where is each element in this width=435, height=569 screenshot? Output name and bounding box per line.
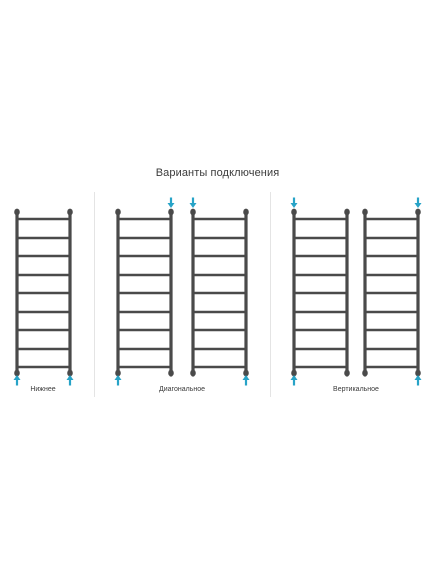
arrow-head <box>66 375 74 380</box>
arrow-shaft <box>244 379 248 386</box>
rail-cap-bottom-right <box>344 369 350 377</box>
rail-cap-bottom-right <box>243 369 249 377</box>
rail-cap-top-right <box>344 208 350 216</box>
arrow-head <box>167 203 175 208</box>
towel-rail-ladder-icon <box>115 208 174 377</box>
arrow-up-icon <box>13 375 21 386</box>
rail-cap-top-left <box>190 208 196 216</box>
towel-rail-ladder-icon <box>362 208 421 377</box>
arrow-up-icon <box>290 375 298 386</box>
rail-cap-bottom-left <box>14 369 20 377</box>
arrow-head <box>13 375 21 380</box>
arrow-shaft <box>191 197 195 204</box>
arrow-shaft <box>416 197 420 204</box>
caption-bottom: Нижнее <box>30 386 56 393</box>
rail-cap-bottom-left <box>362 369 368 377</box>
rail-cap-bottom-left <box>190 369 196 377</box>
rail-cap-bottom-left <box>291 369 297 377</box>
arrow-down-icon <box>414 197 422 208</box>
arrow-head <box>414 203 422 208</box>
arrow-shaft <box>116 379 120 386</box>
arrow-head <box>242 375 250 380</box>
arrow-up-icon <box>66 375 74 386</box>
towel-rail-ladder-icon <box>190 208 249 377</box>
arrow-shaft <box>15 379 19 386</box>
rail-cap-top-right <box>243 208 249 216</box>
rail-cap-top-left <box>14 208 20 216</box>
caption-vertical: Вертикальное <box>333 386 379 393</box>
arrow-up-icon <box>114 375 122 386</box>
caption-diagonal: Диагональное <box>159 386 205 393</box>
arrow-shaft <box>68 379 72 386</box>
rail-cap-bottom-left <box>115 369 121 377</box>
arrow-up-icon <box>242 375 250 386</box>
towel-rail-ladder-icon <box>291 208 350 377</box>
arrow-down-icon <box>167 197 175 208</box>
rail-cap-top-left <box>291 208 297 216</box>
arrow-head <box>189 203 197 208</box>
arrow-shaft <box>292 379 296 386</box>
rail-cap-bottom-right <box>415 369 421 377</box>
rail-cap-top-right <box>168 208 174 216</box>
rail-cap-top-left <box>362 208 368 216</box>
divider-left <box>94 192 95 397</box>
arrow-up-icon <box>414 375 422 386</box>
arrow-head <box>290 375 298 380</box>
arrow-down-icon <box>189 197 197 208</box>
rail-cap-top-right <box>67 208 73 216</box>
divider-right <box>270 192 271 397</box>
arrow-shaft <box>169 197 173 204</box>
arrow-shaft <box>292 197 296 204</box>
towel-rail-ladder-icon <box>14 208 73 377</box>
arrow-shaft <box>416 379 420 386</box>
rail-cap-bottom-right <box>168 369 174 377</box>
rail-cap-top-left <box>115 208 121 216</box>
arrow-down-icon <box>290 197 298 208</box>
rail-cap-bottom-right <box>67 369 73 377</box>
rail-cap-top-right <box>415 208 421 216</box>
arrow-head <box>290 203 298 208</box>
page-title: Варианты подключения <box>155 167 280 179</box>
arrow-head <box>414 375 422 380</box>
arrow-head <box>114 375 122 380</box>
